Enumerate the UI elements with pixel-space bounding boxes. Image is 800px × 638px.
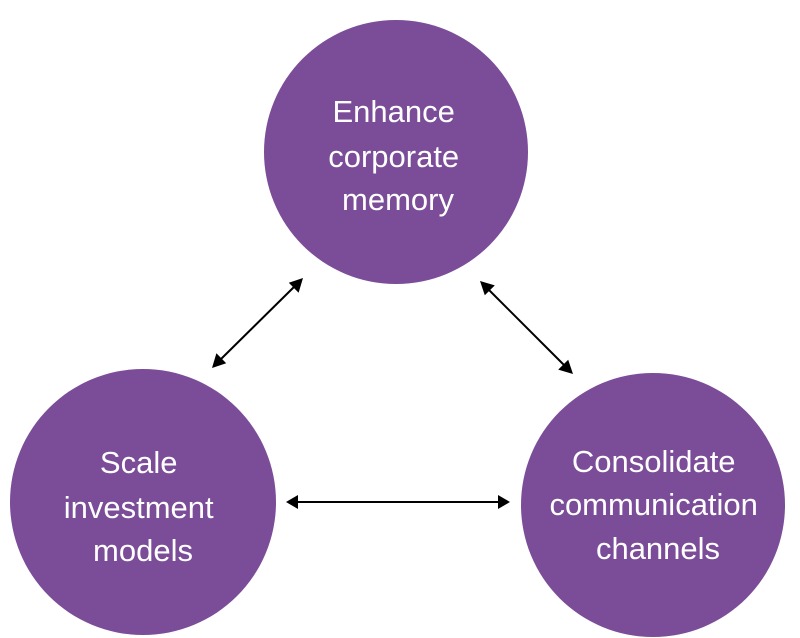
arrowhead-icon — [498, 495, 510, 509]
connector-left-top — [212, 278, 303, 368]
node-label-top-line-3: memory — [342, 182, 454, 217]
node-label-right-line-3: channels — [596, 531, 720, 566]
arrowhead-icon — [288, 278, 303, 293]
node-consolidate-communication-channels: Consolidate communication channels — [521, 373, 785, 637]
node-label-left-line-3: models — [93, 533, 193, 568]
node-label-right: Consolidate communication channels — [549, 444, 766, 566]
node-label-left: Scale investment models — [64, 445, 223, 568]
node-label-top-line-1: Enhance — [332, 94, 454, 129]
connector-left-right — [286, 495, 510, 509]
node-circle-top — [264, 20, 528, 284]
node-label-left-line-2: investment — [64, 490, 214, 525]
node-label-left-line-1: Scale — [100, 445, 178, 480]
arrowhead-icon — [212, 353, 227, 368]
connector-line-left-top — [218, 284, 297, 362]
connector-top-right — [480, 281, 573, 374]
connector-line-top-right — [486, 287, 567, 368]
node-enhance-corporate-memory: Enhance corporate memory — [264, 20, 528, 284]
arrowhead-icon — [480, 281, 495, 296]
arrowhead-icon — [286, 495, 298, 509]
node-label-top-line-2: corporate — [328, 139, 459, 174]
node-label-right-line-2: communication — [549, 487, 757, 522]
node-label-right-line-1: Consolidate — [572, 444, 736, 479]
node-scale-investment-models: Scale investment models — [10, 369, 276, 635]
node-label-top: Enhance corporate memory — [328, 94, 468, 217]
node-circle-left — [10, 369, 276, 635]
node-circle-right — [521, 373, 785, 637]
arrowhead-icon — [558, 359, 573, 374]
